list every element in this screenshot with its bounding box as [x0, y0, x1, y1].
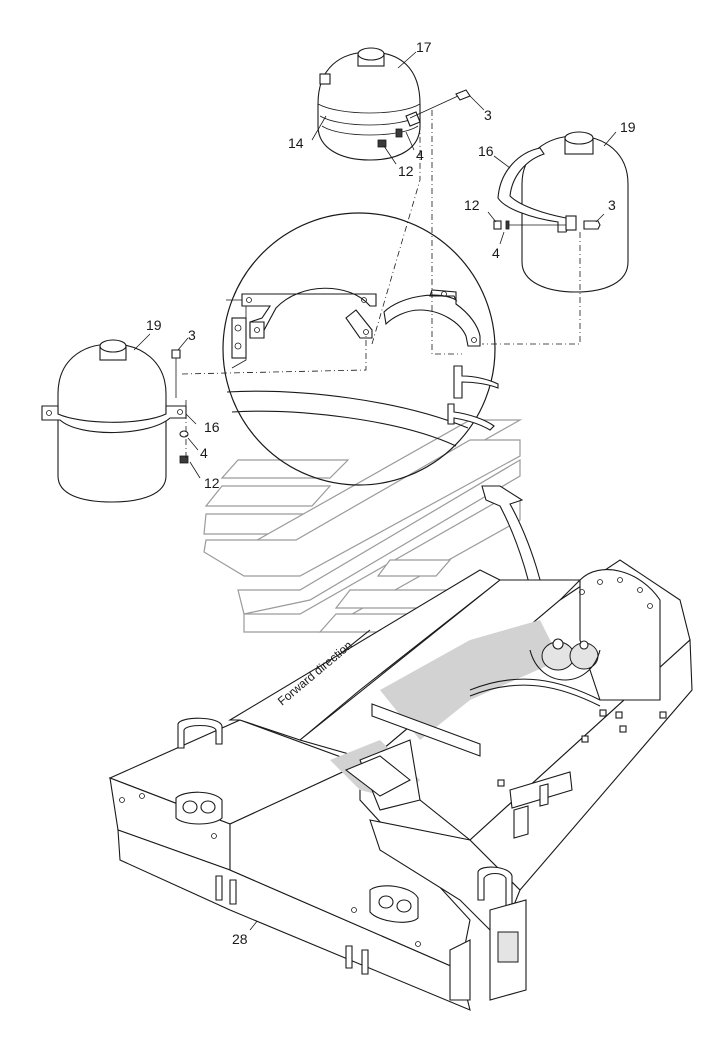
- label-12-right: 12: [464, 197, 480, 213]
- tank-17: [317, 47, 471, 161]
- label-28: 28: [232, 931, 248, 947]
- strap-detail-right: [447, 365, 499, 431]
- label-19-left: 19: [146, 317, 162, 333]
- label-4-top: 4: [416, 147, 424, 163]
- label-4-left: 4: [200, 445, 208, 461]
- watermark-logo: [203, 419, 523, 633]
- detail-contents: [226, 287, 481, 447]
- tank-19-right: [493, 131, 629, 293]
- label-4-right: 4: [492, 245, 500, 261]
- label-12-left: 12: [204, 475, 220, 491]
- label-12-top: 12: [398, 163, 414, 179]
- label-3-top: 3: [484, 107, 492, 123]
- loader-frame: [108, 559, 693, 1011]
- label-16-right: 16: [478, 143, 494, 159]
- label-16-left: 16: [204, 419, 220, 435]
- label-17: 17: [416, 39, 432, 55]
- detail-magnifier-circle: [222, 212, 496, 486]
- label-3-right: 3: [608, 197, 616, 213]
- label-14: 14: [288, 135, 304, 151]
- label-3-left: 3: [188, 327, 196, 343]
- assembly-leader-lines: [181, 104, 581, 460]
- tank-19-left: [41, 339, 189, 503]
- label-19-right: 19: [620, 119, 636, 135]
